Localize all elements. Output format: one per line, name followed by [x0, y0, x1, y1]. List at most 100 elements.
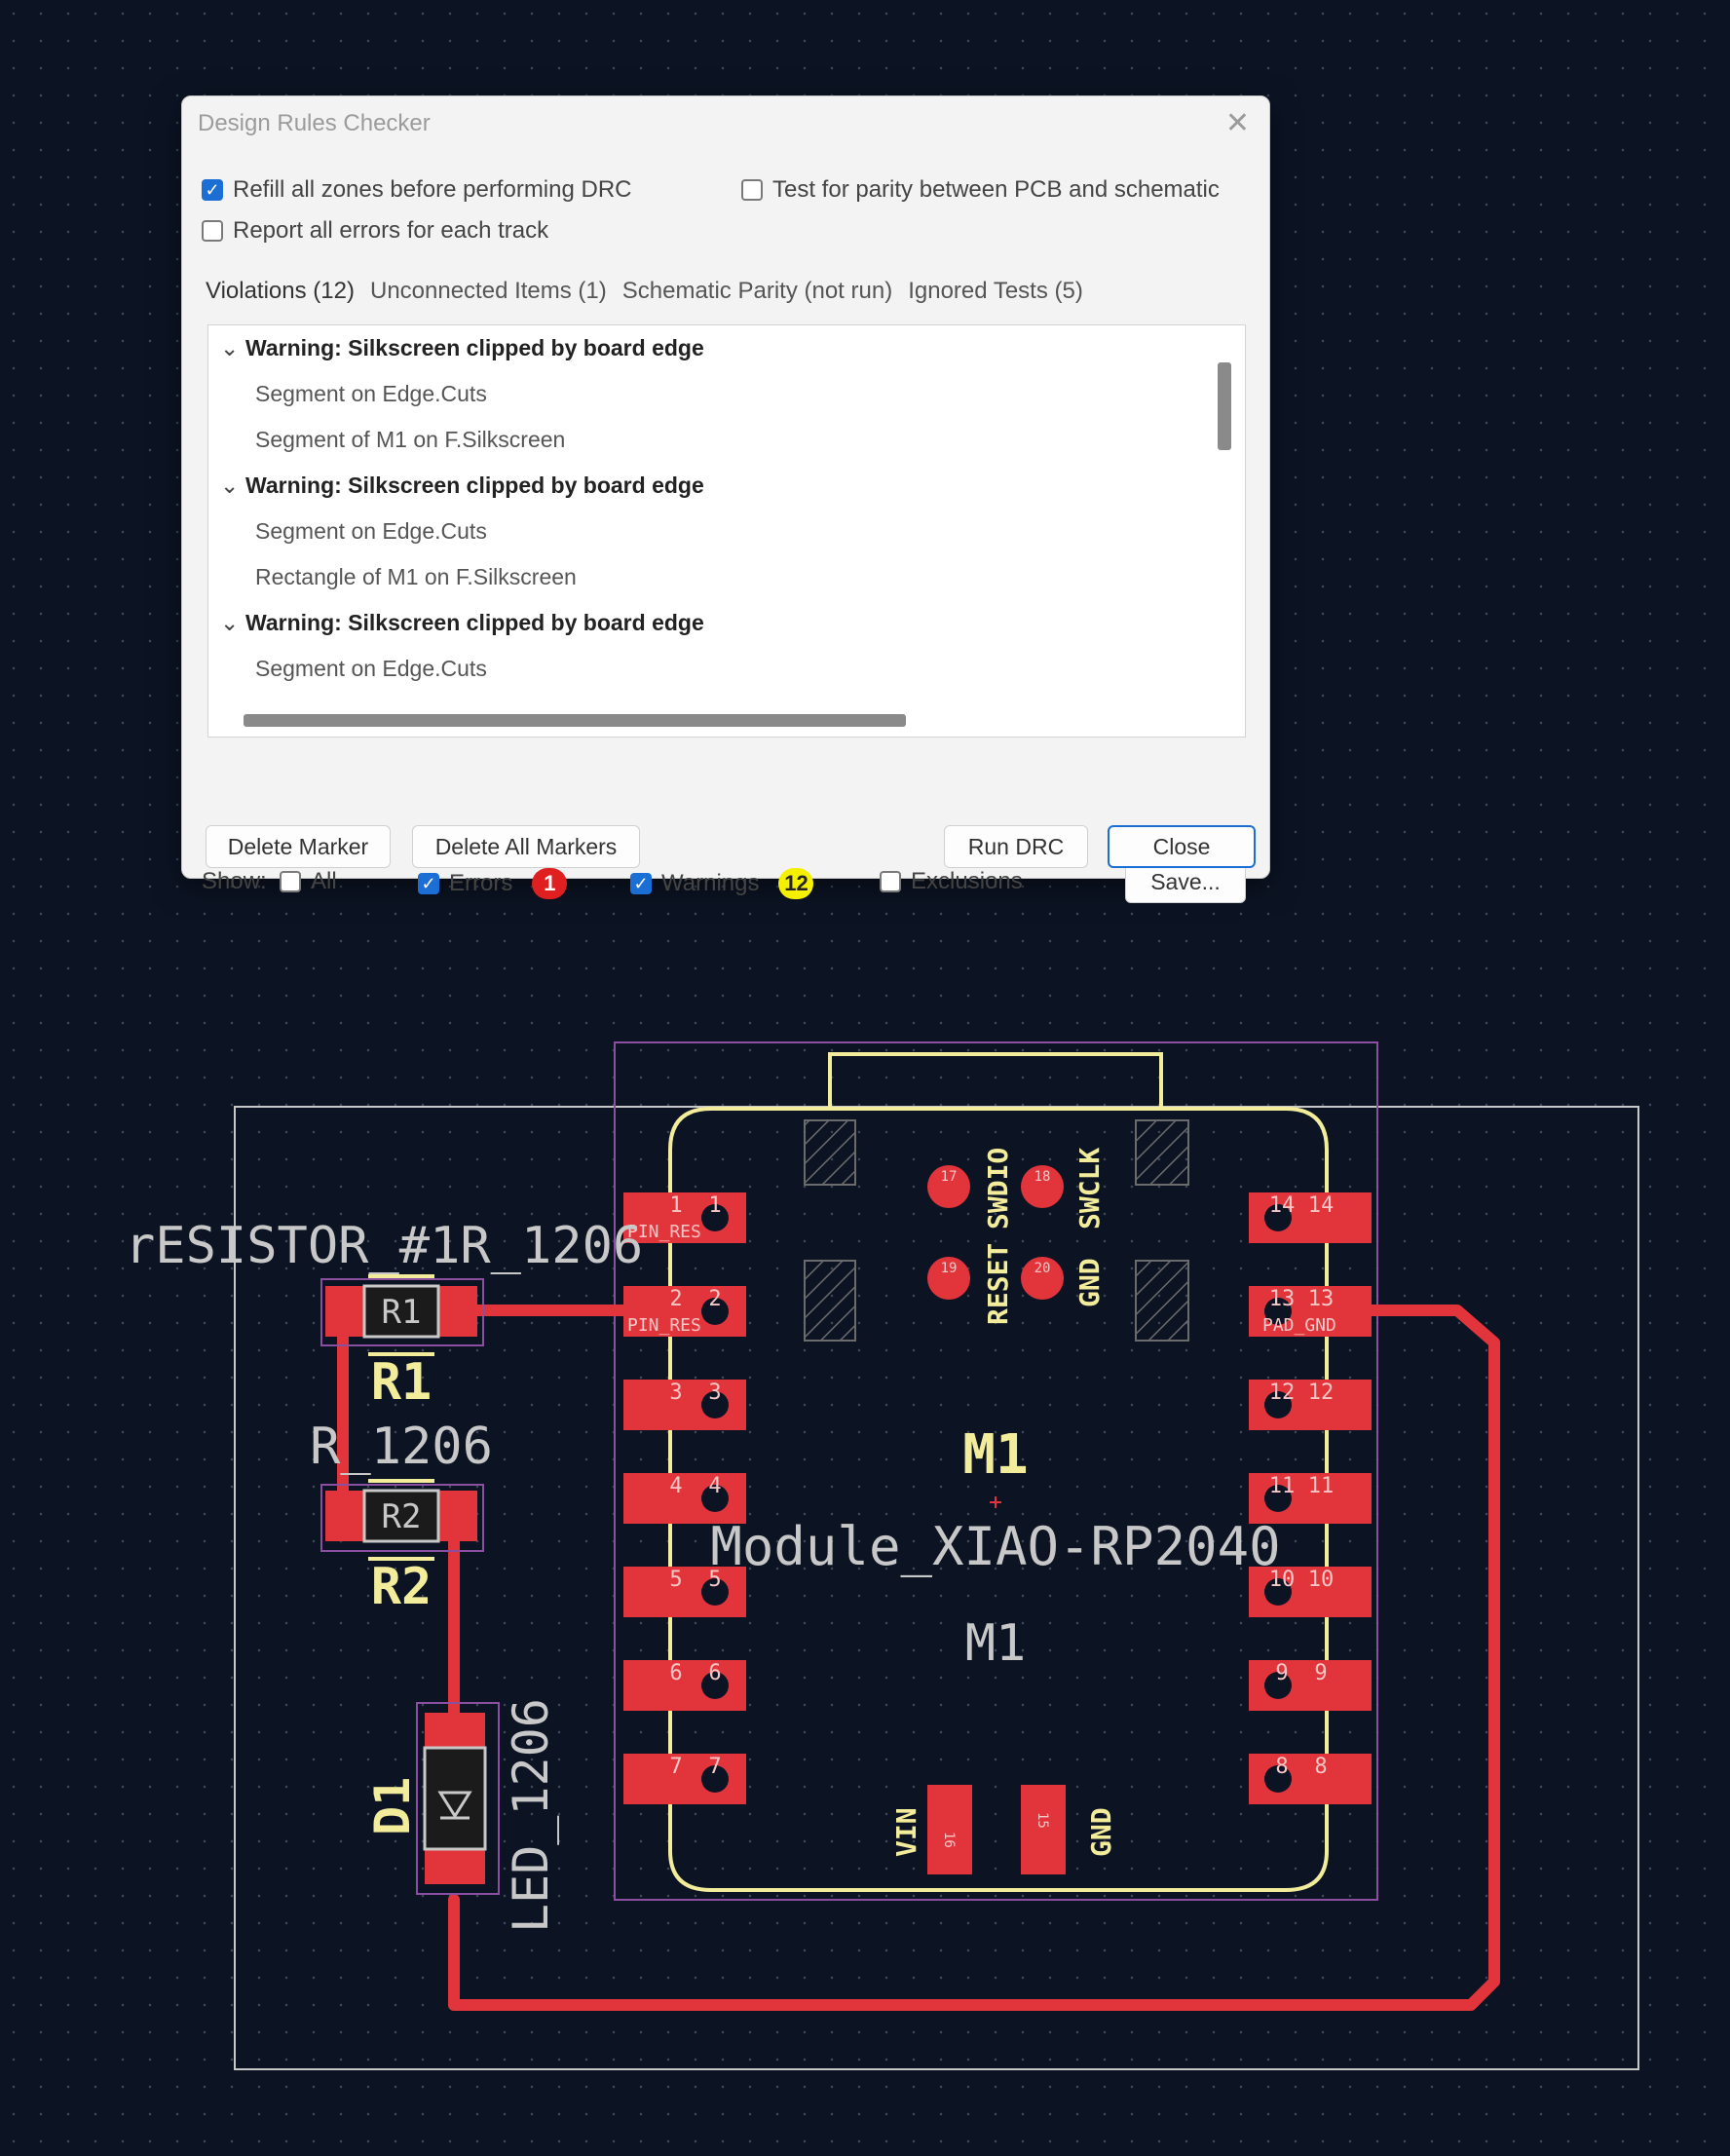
module-courtyard [614, 1041, 1378, 1901]
right-pad-number: 8 [1275, 1755, 1288, 1779]
delete-marker-button[interactable]: Delete Marker [206, 825, 391, 868]
chevron-down-icon[interactable]: ⌄ [220, 610, 240, 635]
keepout-area [804, 1119, 856, 1186]
right-pad-number: 11 [1308, 1474, 1335, 1498]
d1-pad-2[interactable] [425, 1713, 485, 1748]
show-label: Show: [202, 868, 267, 894]
right-pad-number: 12 [1308, 1381, 1335, 1405]
filter-errors-checkbox[interactable]: ✓ Errors 1 [418, 868, 568, 899]
right-pad-number: 10 [1308, 1568, 1335, 1592]
tab-ignored-tests[interactable]: Ignored Tests (5) [908, 278, 1083, 304]
left-pad-number: 7 [708, 1755, 721, 1779]
right-pad-number: 13 [1269, 1287, 1296, 1311]
left-pad-number: 1 [669, 1193, 682, 1218]
violation-title: Warning: Silkscreen clipped by board edg… [245, 610, 704, 635]
r2-body [362, 1489, 440, 1543]
keepout-area [1135, 1119, 1189, 1186]
dialog-title: Design Rules Checker [198, 110, 431, 136]
label-reset: RESET [982, 1243, 1014, 1325]
violation-header[interactable]: ⌄Warning: Silkscreen clipped by board ed… [208, 600, 1245, 646]
run-drc-button[interactable]: Run DRC [944, 825, 1088, 868]
warnings-count-badge: 12 [778, 868, 814, 899]
r1-body [362, 1284, 440, 1339]
left-pad-number: 2 [708, 1287, 721, 1311]
left-pad-number: 3 [669, 1381, 682, 1405]
label-gnd-top: GND [1073, 1258, 1106, 1307]
tab-schematic-parity[interactable]: Schematic Parity (not run) [621, 278, 893, 304]
keepout-area [1135, 1260, 1189, 1342]
close-icon[interactable]: ✕ [1224, 107, 1250, 139]
r2-pad-2[interactable] [325, 1491, 364, 1541]
d1-courtyard [416, 1702, 500, 1895]
pad-18[interactable] [1021, 1165, 1064, 1208]
report-all-errors-checkbox[interactable]: Report all errors for each track [202, 217, 548, 245]
pad-hole [701, 1298, 729, 1325]
checkbox-checked-icon: ✓ [630, 873, 652, 894]
violations-list[interactable]: ⌄Warning: Silkscreen clipped by board ed… [207, 324, 1246, 738]
keepout-area [804, 1260, 856, 1342]
r-1206-value: R_1206 [310, 1418, 493, 1476]
filter-all-checkbox[interactable]: All [280, 868, 337, 895]
refill-zones-checkbox[interactable]: ✓ Refill all zones before performing DRC [202, 176, 632, 204]
pad-16[interactable] [927, 1785, 972, 1874]
right-pad-net: PAD_GND [1262, 1315, 1336, 1336]
left-pad-number: 5 [708, 1568, 721, 1592]
r1-pad-1[interactable] [438, 1286, 477, 1337]
test-parity-label: Test for parity between PCB and schemati… [772, 176, 1220, 203]
usb-connector-silk [828, 1052, 1163, 1109]
drc-tabs: Violations (12) Unconnected Items (1) Sc… [206, 278, 1083, 309]
filter-warnings-checkbox[interactable]: ✓ Warnings 12 [630, 868, 814, 899]
violation-item[interactable]: Rectangle of M1 on F.Silkscreen [255, 564, 577, 589]
chevron-down-icon[interactable]: ⌄ [220, 335, 240, 360]
refill-zones-label: Refill all zones before performing DRC [233, 176, 632, 203]
left-pad-number: 4 [669, 1474, 682, 1498]
r2-pad-1[interactable] [438, 1491, 477, 1541]
tab-unconnected-items[interactable]: Unconnected Items (1) [369, 278, 607, 304]
filter-all-label: All [311, 868, 337, 894]
pad-18-number: 18 [1034, 1169, 1051, 1185]
left-pad-number: 5 [669, 1568, 682, 1592]
filter-exclusions-checkbox[interactable]: Exclusions [880, 868, 1023, 895]
d1-diode-symbol [437, 1791, 472, 1819]
violation-item[interactable]: Segment on Edge.Cuts [255, 656, 487, 681]
pad-hole [701, 1204, 729, 1231]
r1-pad-2[interactable] [325, 1286, 364, 1337]
left-pad-number: 7 [669, 1755, 682, 1779]
pad-15[interactable] [1021, 1785, 1066, 1874]
left-pad-net: PIN_RES [627, 1222, 701, 1242]
left-pad-number: 6 [669, 1661, 682, 1685]
violation-item[interactable]: Segment on Edge.Cuts [255, 381, 487, 406]
horizontal-scrollbar[interactable] [244, 714, 906, 727]
violation-header[interactable]: ⌄Warning: Silkscreen clipped by board ed… [208, 325, 1245, 371]
pad-19[interactable] [927, 1257, 970, 1300]
test-parity-checkbox[interactable]: Test for parity between PCB and schemati… [741, 176, 1220, 204]
vertical-scrollbar[interactable] [1218, 362, 1231, 450]
violation-title: Warning: Silkscreen clipped by board edg… [245, 473, 704, 498]
r1-reference: R1 [371, 1353, 432, 1412]
chevron-down-icon[interactable]: ⌄ [220, 473, 240, 498]
left-pad-number: 6 [708, 1661, 721, 1685]
pad-hole [701, 1765, 729, 1793]
d1-pad-1[interactable] [425, 1849, 485, 1884]
pad-15-number: 15 [1034, 1812, 1050, 1829]
filter-exclusions-label: Exclusions [911, 868, 1023, 894]
close-button[interactable]: Close [1108, 825, 1256, 868]
right-pad-number: 14 [1269, 1193, 1296, 1218]
label-swclk: SWCLK [1073, 1148, 1106, 1229]
right-pad-number: 11 [1269, 1474, 1296, 1498]
left-pad-number: 1 [708, 1193, 721, 1218]
violation-item[interactable]: Segment on Edge.Cuts [255, 518, 487, 544]
violation-header[interactable]: ⌄Warning: Silkscreen clipped by board ed… [208, 463, 1245, 509]
violation-item[interactable]: Segment of M1 on F.Silkscreen [255, 427, 566, 452]
pad-hole [701, 1485, 729, 1512]
tab-violations[interactable]: Violations (12) [206, 278, 355, 304]
left-pad-net: PIN_RES [627, 1315, 701, 1336]
pad-20[interactable] [1021, 1257, 1064, 1300]
pad-hole [1264, 1204, 1292, 1231]
pad-17[interactable] [927, 1165, 970, 1208]
delete-all-markers-button[interactable]: Delete All Markers [412, 825, 640, 868]
filter-errors-label: Errors [449, 870, 513, 896]
resistor-value-label: rESISTOR_#1R_1206 [125, 1217, 643, 1275]
